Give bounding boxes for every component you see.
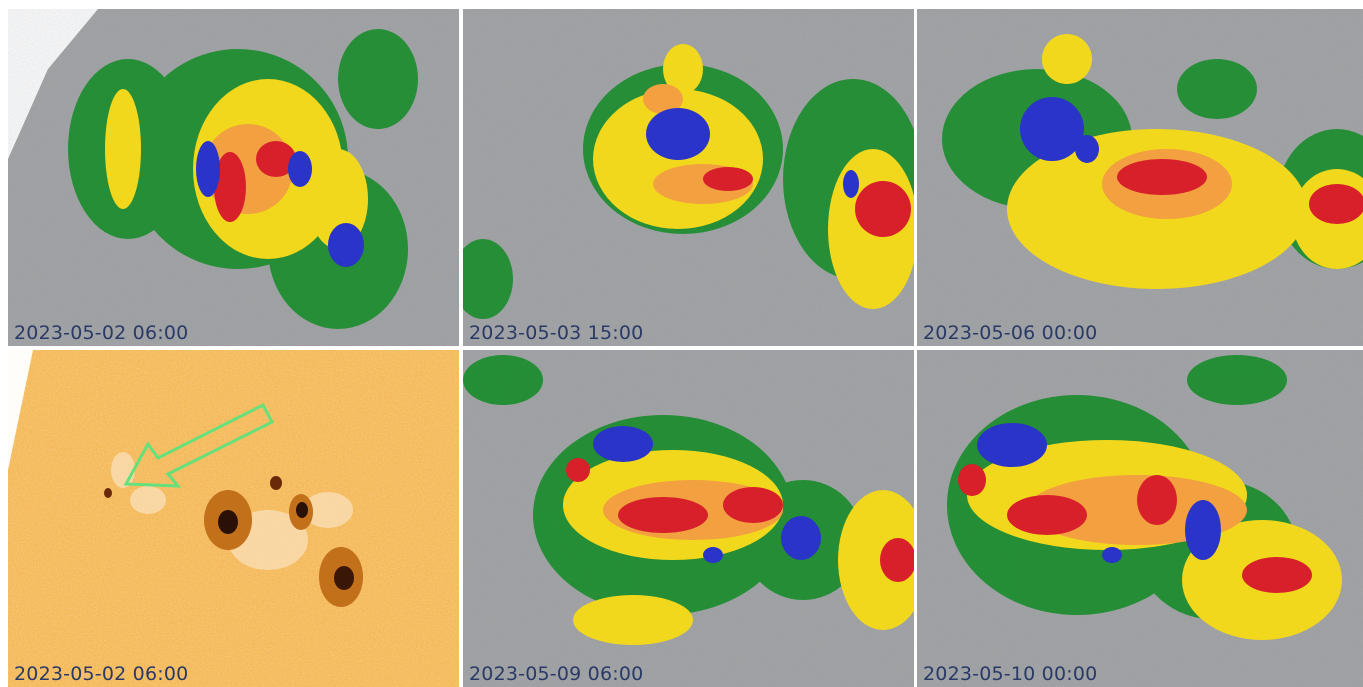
timestamp-label: 2023-05-06 00:00 — [923, 322, 1098, 344]
magnetogram-image-4 — [463, 350, 914, 687]
magnetogram-panel-3: 2023-05-06 00:00 — [917, 9, 1363, 346]
magnetogram-image-1 — [8, 9, 459, 346]
timestamp-label: 2023-05-02 06:00 — [14, 322, 189, 344]
magnetogram-image-3 — [917, 9, 1363, 346]
magnetogram-panel-1: 2023-05-02 06:00 — [8, 9, 459, 346]
magnetogram-image-2 — [463, 9, 914, 346]
continuum-image — [8, 350, 459, 687]
continuum-panel: 2023-05-02 06:00 — [8, 350, 459, 687]
magnetogram-panel-2: 2023-05-03 15:00 — [463, 9, 914, 346]
magnetogram-image-5 — [917, 350, 1363, 687]
timestamp-label: 2023-05-09 06:00 — [469, 663, 644, 685]
timestamp-label: 2023-05-10 00:00 — [923, 663, 1098, 685]
magnetogram-panel-5: 2023-05-10 00:00 — [917, 350, 1363, 687]
magnetogram-panel-4: 2023-05-09 06:00 — [463, 350, 914, 687]
timestamp-label: 2023-05-03 15:00 — [469, 322, 644, 344]
timestamp-label: 2023-05-02 06:00 — [14, 663, 189, 685]
arrow-icon — [123, 402, 275, 488]
